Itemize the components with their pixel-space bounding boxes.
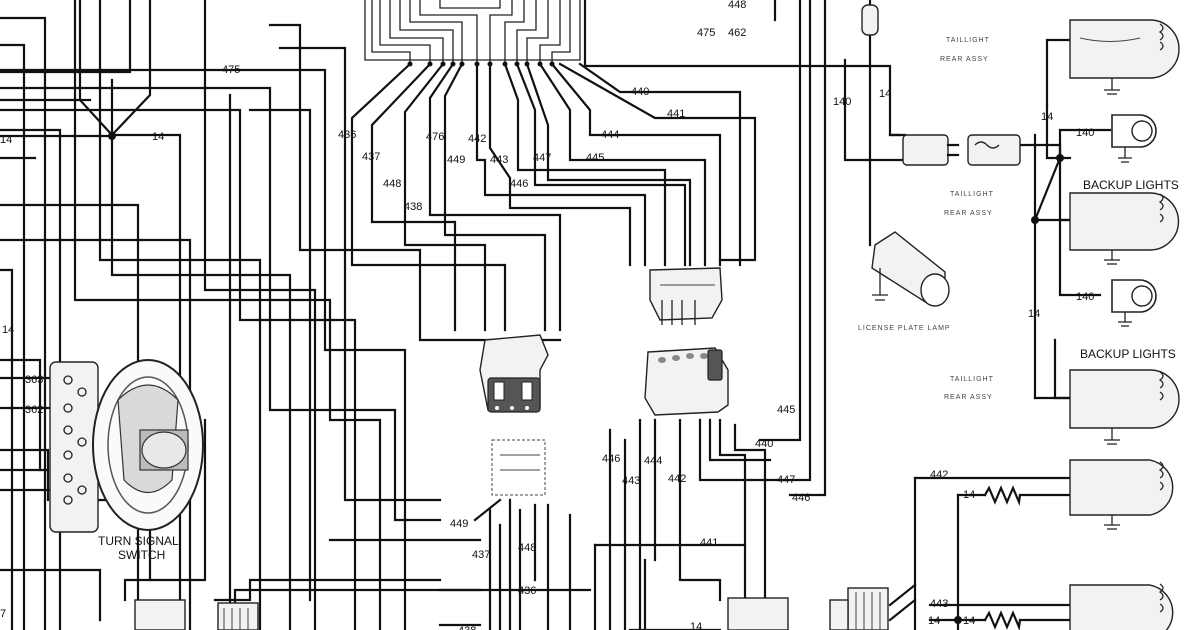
taillight-label: TAILLIGHT	[946, 37, 990, 44]
wire-label: 444	[644, 455, 662, 467]
connector-bottom-center	[727, 597, 789, 630]
wire-label: 443	[930, 598, 948, 610]
wire-label: 7	[0, 608, 6, 620]
turn-signal-switch-label: SWITCH	[118, 548, 165, 562]
taillight-label: TAILLIGHT	[950, 376, 994, 383]
left-wire-bundle	[0, 0, 562, 630]
wire-label: 462	[728, 27, 746, 39]
wire-label: 14	[152, 131, 164, 143]
taillight-label: REAR ASSY	[940, 56, 989, 63]
wire-label: 438	[458, 625, 476, 630]
wire-label: 443	[622, 475, 640, 487]
wire-label: 140	[1076, 291, 1094, 303]
wire-label: 449	[450, 518, 468, 530]
backup-lights-label: BACKUP LIGHTS	[1083, 178, 1179, 192]
wire-label: 446	[510, 178, 528, 190]
wire-label: 444	[601, 129, 619, 141]
wire-label: 140	[833, 96, 851, 108]
wire-label: 448	[728, 0, 746, 11]
connector-a	[479, 334, 549, 413]
wire-label: 14	[0, 134, 12, 146]
wire-labels: 475 14 14 14 448 475 462 436 437 448 438…	[0, 0, 1094, 630]
bulb-middle	[1069, 192, 1180, 265]
wire-label: 140	[1076, 127, 1094, 139]
center-harness	[350, 0, 907, 497]
taillight-label: TAILLIGHT	[950, 191, 994, 198]
connector-b	[649, 267, 723, 325]
wire-label: 363	[25, 374, 43, 386]
wire-label: 14	[1028, 308, 1040, 320]
wire-label: 449	[447, 154, 465, 166]
bulb-bottom-1	[1069, 459, 1174, 530]
turn-signal-switch	[49, 359, 204, 533]
wire-label: 476	[426, 131, 444, 143]
wire-label: 440	[755, 438, 773, 450]
wire-label: 441	[667, 108, 685, 120]
wire-label: 475	[222, 64, 240, 76]
bulb-lower	[1069, 369, 1180, 445]
wire-label: 447	[777, 474, 795, 486]
wire-label: 14	[879, 88, 891, 100]
connector-c	[644, 347, 729, 416]
wire-label: 445	[777, 404, 795, 416]
wire-label: 442	[668, 473, 686, 485]
wire-label: 448	[518, 542, 536, 554]
wire-label: 442	[468, 133, 486, 145]
wire-label: 475	[697, 27, 715, 39]
license-lamp-label: LICENSE PLATE LAMP	[858, 325, 951, 332]
wire-label: 14	[1041, 111, 1053, 123]
turn-signal-switch-label: TURN SIGNAL	[98, 534, 179, 548]
wire-label: 445	[586, 152, 604, 164]
wire-label: 442	[930, 469, 948, 481]
bulb-bottom-2	[1069, 583, 1174, 630]
wire-label: 14	[928, 615, 940, 627]
wire-label: 14	[690, 621, 702, 630]
wire-label: 436	[518, 585, 536, 597]
resistor-bottom	[983, 610, 1022, 630]
bottom-harness	[438, 418, 782, 630]
taillight-label: REAR ASSY	[944, 394, 993, 401]
wire-label: 437	[362, 151, 380, 163]
wire-label: 437	[472, 549, 490, 561]
wire-label: 14	[2, 324, 14, 336]
taillight-plug-right	[967, 134, 1021, 166]
wire-label: 440	[631, 86, 649, 98]
taillight-label: REAR ASSY	[944, 210, 993, 217]
wire-label: 14	[963, 615, 975, 627]
license-plate-lamp	[871, 231, 950, 307]
wire-label: 447	[533, 152, 551, 164]
backup-lights-label: BACKUP LIGHTS	[1080, 347, 1176, 361]
wire-label: 446	[792, 492, 810, 504]
wire-label: 436	[338, 129, 356, 141]
bulb-top	[1069, 19, 1180, 95]
connector-d	[491, 439, 546, 496]
bulb-backup-2	[1111, 279, 1157, 327]
connector-bottom-left	[134, 599, 259, 630]
wire-label: 14	[963, 489, 975, 501]
lamp-wiring	[868, 0, 1112, 630]
wire-label: 446	[602, 453, 620, 465]
wire-label: 443	[490, 154, 508, 166]
fuse	[861, 4, 879, 36]
resistor-top	[983, 485, 1022, 507]
wire-label: 441	[700, 537, 718, 549]
bulb-backup-1	[1111, 114, 1157, 163]
top-connector-fan	[364, 0, 581, 67]
captions: TURN SIGNAL SWITCH BACKUP LIGHTS BACKUP …	[98, 37, 1179, 562]
taillight-plug-left	[902, 134, 960, 166]
connector-bottom-right	[829, 587, 889, 630]
wire-label: 438	[404, 201, 422, 213]
wire-label: 448	[383, 178, 401, 190]
wire-label: 362	[25, 404, 43, 416]
